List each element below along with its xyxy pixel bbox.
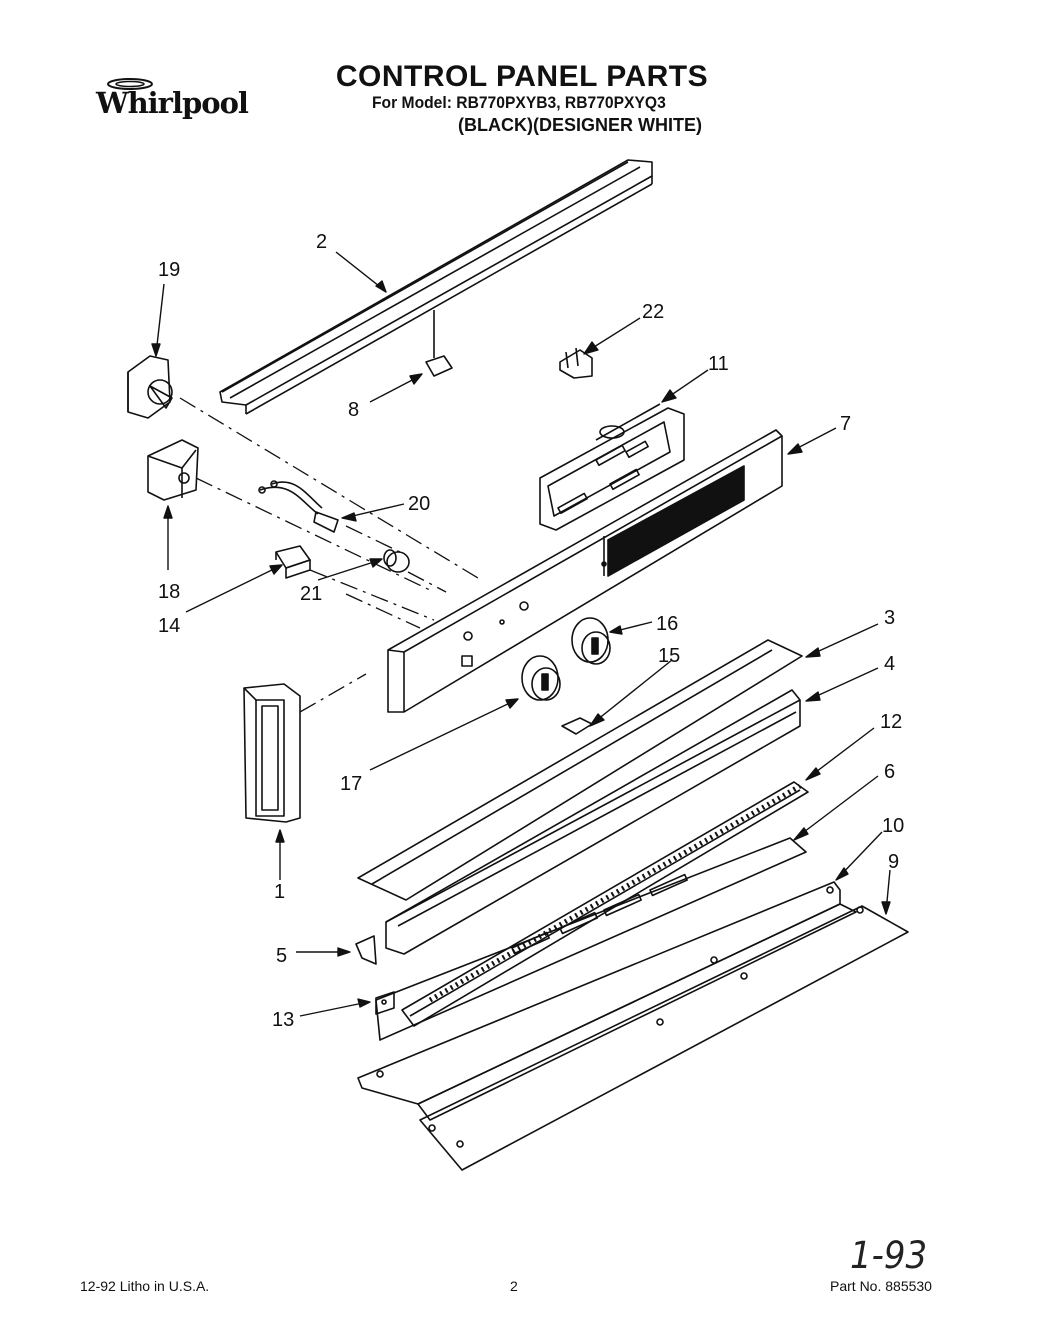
callout-19: 19	[158, 259, 180, 281]
part-2-top-trim	[219, 159, 653, 415]
part-15-bracket	[561, 717, 593, 735]
footer-part-number: Part No. 885530	[830, 1278, 932, 1294]
page-title: CONTROL PANEL PARTS	[335, 60, 709, 93]
callout-8: 8	[348, 399, 359, 421]
part-12-vent-strip	[401, 781, 809, 1027]
callout-2: 2	[316, 231, 327, 253]
callout-16: 16	[656, 613, 678, 635]
part-20-wire-harness	[258, 480, 339, 533]
part-18-switch	[147, 439, 199, 501]
callout-4: 4	[884, 653, 895, 675]
handwritten-date: 1-93	[850, 1234, 928, 1278]
variant-line: (BLACK)(DESIGNER WHITE)	[458, 115, 702, 135]
callout-18: 18	[158, 581, 180, 603]
footer-print-info: 12-92 Litho in U.S.A.	[80, 1278, 210, 1294]
part-14-rocker-switch	[275, 545, 311, 579]
part-10-frame	[357, 881, 857, 1121]
callout-1: 1	[274, 881, 285, 903]
brand-name: Whirlpool	[96, 86, 249, 120]
callout-9: 9	[888, 851, 899, 873]
part-8-bracket	[425, 310, 453, 377]
callout-22: 22	[642, 301, 664, 323]
callout-15: 15	[658, 645, 680, 667]
callout-labels: 1 2 3 4 5 6 7 8 9 10 11 12 13 14 15 16 1…	[158, 231, 904, 1031]
leader-lines	[151, 251, 891, 1017]
part-1-end-cap	[243, 683, 301, 823]
part-17-knob	[521, 655, 561, 701]
callout-3: 3	[884, 607, 895, 629]
logo-swirl-icon	[107, 78, 153, 90]
callout-10: 10	[882, 815, 904, 837]
callout-7: 7	[840, 413, 851, 435]
part-7-control-panel	[387, 429, 783, 713]
callout-21: 21	[300, 583, 322, 605]
part-22-clip	[559, 347, 593, 379]
part-9-bottom-plate	[419, 905, 909, 1171]
part-3-trim	[357, 639, 803, 901]
part-21-lamp	[383, 549, 410, 573]
part-19-switch	[127, 355, 173, 419]
assembly-lines	[179, 397, 479, 713]
callout-13: 13	[272, 1009, 294, 1031]
whirlpool-logo: Whirlpool	[88, 72, 249, 132]
callout-12: 12	[880, 711, 902, 733]
part-13-bracket	[375, 991, 395, 1015]
callout-6: 6	[884, 761, 895, 783]
part-16-knob	[571, 617, 611, 665]
callout-17: 17	[340, 773, 362, 795]
part-11-electronic-control	[539, 403, 685, 531]
callout-5: 5	[276, 945, 287, 967]
callout-20: 20	[408, 493, 430, 515]
part-6-bracket-plate	[375, 837, 807, 1041]
model-line: For Model: RB770PXYB3, RB770PXYQ3	[372, 93, 666, 112]
callout-11: 11	[708, 353, 729, 375]
part-4-trim	[385, 689, 801, 955]
callout-14: 14	[158, 615, 180, 637]
footer-page-number: 2	[510, 1278, 518, 1294]
part-5-clip	[355, 935, 377, 965]
